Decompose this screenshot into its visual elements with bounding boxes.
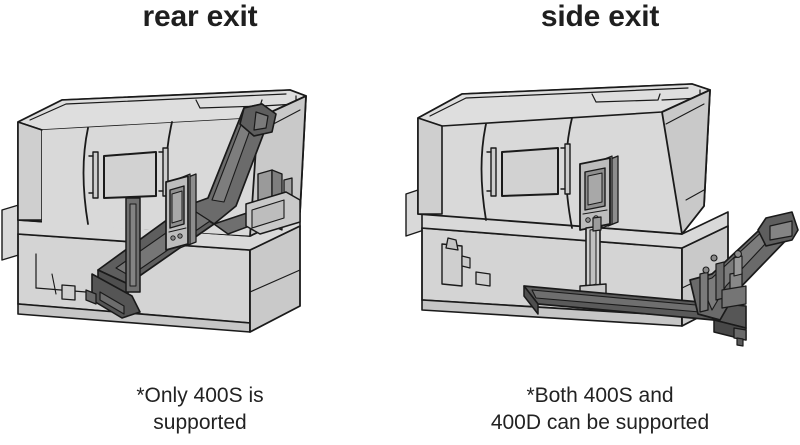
panel-side-exit: side exit	[400, 0, 800, 445]
panel-rear-exit: rear exit	[0, 0, 400, 434]
door-handle-left	[486, 147, 497, 197]
operator-control-panel	[579, 155, 619, 299]
door-handle-right	[560, 143, 571, 195]
machine-illustration-rear-exit	[0, 78, 400, 348]
operator-control-panel	[165, 173, 197, 251]
machine-enclosure	[417, 83, 711, 235]
panel-caption-side-exit: *Both 400S and 400D can be supported	[490, 384, 710, 434]
panel-caption-rear-exit: *Only 400S is supported	[136, 384, 264, 434]
side-exit-machine-svg	[405, 83, 799, 347]
machine-rear-hardware	[245, 169, 301, 235]
panel-title-side-exit: side exit	[540, 0, 660, 33]
chip-conveyor-side	[523, 211, 799, 347]
leveling-foot	[733, 327, 747, 347]
door-handle-left	[88, 151, 99, 199]
panel-title-rear-exit: rear exit	[142, 0, 258, 33]
machine-illustration-side-exit	[400, 78, 800, 348]
rear-exit-machine-svg	[1, 89, 307, 333]
